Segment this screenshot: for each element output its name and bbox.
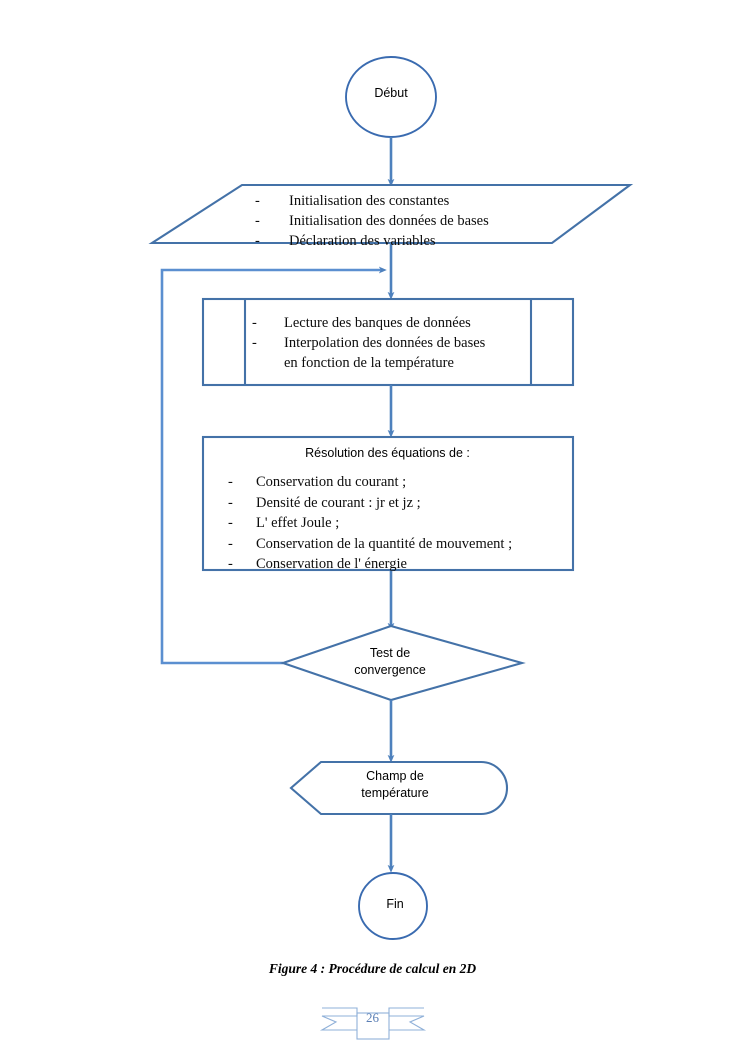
data-read-node-text: - Lecture des banques de données - Inter… <box>252 313 552 373</box>
display-node-label: Champ de température <box>335 768 455 802</box>
decision-label-line1: Test de <box>369 646 411 660</box>
page-ribbon <box>319 1007 427 1040</box>
list-item: - Densité de courant : jr et jz ; <box>228 493 568 514</box>
decision-node-label: Test de convergence <box>330 645 450 679</box>
list-item-label: Conservation de l' énergie <box>256 556 407 572</box>
list-item-label: Lecture des banques de données <box>284 315 471 331</box>
bullet-dash: - <box>228 556 233 572</box>
start-node-label: Début <box>374 86 408 100</box>
bullet-dash: - <box>255 213 260 229</box>
bullet-dash: - <box>252 335 257 351</box>
display-node-shape <box>289 760 509 816</box>
initialization-node-text: - Initialisation des constantes - Initia… <box>255 191 585 251</box>
edge-feedback-loop <box>160 266 387 665</box>
equations-node-header: Résolution des équations de : <box>305 446 470 460</box>
list-item: - Déclaration des variables <box>255 231 585 251</box>
list-item: - Initialisation des données de bases <box>255 211 585 231</box>
list-item: - L' effet Joule ; <box>228 513 568 534</box>
list-item-continuation: en fonction de la température <box>284 355 454 371</box>
list-item: - Initialisation des constantes <box>255 191 585 211</box>
bullet-dash: - <box>228 515 233 531</box>
equations-node-shape <box>201 435 575 572</box>
list-item-label: Interpolation des données de bases <box>284 335 486 351</box>
page-number: 26 <box>366 1010 379 1025</box>
bullet-dash: - <box>228 494 233 511</box>
list-item: - Conservation de l' énergie <box>228 554 568 575</box>
list-item: - Conservation de la quantité de mouveme… <box>228 534 568 555</box>
bullet-dash: - <box>228 474 233 490</box>
figure-caption: Figure 4 : Procédure de calcul en 2D <box>268 961 477 976</box>
list-item-label: Conservation du courant ; <box>256 474 407 490</box>
list-item-label: Déclaration des variables <box>289 233 436 249</box>
data-read-node-shape <box>201 297 575 387</box>
list-item-label: Initialisation des constantes <box>289 193 450 209</box>
bullet-dash: - <box>228 535 233 552</box>
list-item: - Conservation du courant ; <box>228 472 568 493</box>
bullet-dash: - <box>255 193 260 209</box>
bullet-dash: - <box>252 315 257 331</box>
list-item-label: L' effet Joule ; <box>256 515 340 531</box>
display-label-line2: température <box>361 786 429 800</box>
list-item-label: Conservation de la quantité de mouvement… <box>256 535 513 552</box>
list-item: - Interpolation des données de bases <box>252 333 552 353</box>
end-node-shape <box>358 872 428 940</box>
bullet-dash: - <box>255 233 260 249</box>
equations-node-list: - Conservation du courant ; - Densité de… <box>228 472 568 575</box>
list-item: - Lecture des banques de données <box>252 313 552 333</box>
initialization-node-shape <box>148 183 634 245</box>
list-item-label: Densité de courant : jr et jz ; <box>256 494 421 511</box>
end-node-label: Fin <box>386 897 404 911</box>
list-item-label: Initialisation des données de bases <box>289 213 489 229</box>
decision-label-line2: convergence <box>354 663 426 677</box>
display-label-line1: Champ de <box>366 769 424 783</box>
